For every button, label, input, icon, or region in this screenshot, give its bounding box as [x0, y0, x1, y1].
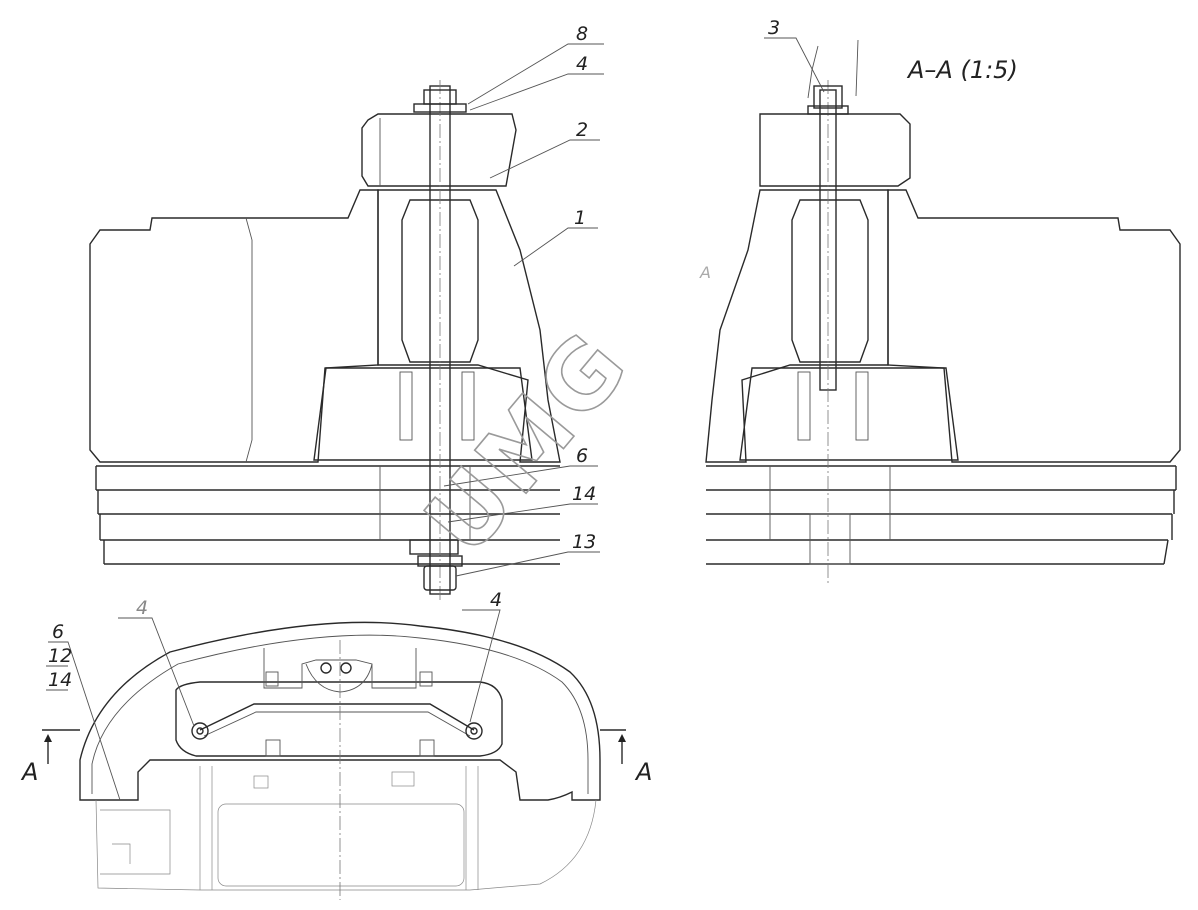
- callout-3: 3: [768, 17, 780, 39]
- conical-base-right: [739, 367, 959, 461]
- ballast-body-left: [89, 189, 379, 463]
- callout-12-plan: 12: [48, 645, 72, 667]
- callout-2: 2: [576, 119, 588, 141]
- bushing-left: [401, 199, 479, 363]
- callout-14: 14: [572, 483, 596, 505]
- faint-label-a: А: [699, 263, 711, 282]
- callout-14-plan: 14: [48, 669, 72, 691]
- vehicle-outline: [95, 799, 597, 891]
- callout-4-plan-right: 4: [490, 589, 502, 611]
- plan-view: [42, 621, 626, 900]
- ballast-body-right: [887, 189, 1181, 463]
- central-column-right: [705, 189, 889, 463]
- callout-8: 8: [576, 23, 588, 45]
- bolt-left: [413, 80, 467, 600]
- leader-lines: [46, 37, 825, 801]
- plate-stack-left: [95, 465, 560, 565]
- bolt-right: [807, 80, 849, 585]
- callout-6-plan: 6: [52, 621, 64, 643]
- bushing-right: [791, 199, 869, 363]
- left-section-view: [89, 80, 561, 600]
- cut-mark-right: А: [634, 758, 652, 786]
- upper-block-right: [759, 113, 911, 187]
- right-section-view: [705, 39, 1181, 585]
- callout-4: 4: [576, 53, 588, 75]
- cut-mark-left: А: [20, 758, 38, 786]
- callout-labels: 8 4 2 1 6 14 13 3 4 4 6 12 14 А–А (1:5) …: [20, 17, 1018, 786]
- conical-base-left: [313, 367, 533, 461]
- callout-4-plan-left: 4: [136, 597, 148, 619]
- upper-block-left: [361, 113, 517, 187]
- watermark: UMG: [405, 311, 650, 574]
- plan-inner-cavity: [175, 681, 503, 757]
- callout-6: 6: [576, 445, 588, 467]
- callout-1: 1: [574, 207, 586, 229]
- section-title: А–А (1:5): [906, 56, 1018, 84]
- tie-bar: [199, 703, 475, 731]
- plate-stack-right: [706, 465, 1177, 565]
- plan-outer-contour: [79, 621, 601, 801]
- callout-13: 13: [572, 531, 596, 553]
- central-column-left: [377, 189, 561, 463]
